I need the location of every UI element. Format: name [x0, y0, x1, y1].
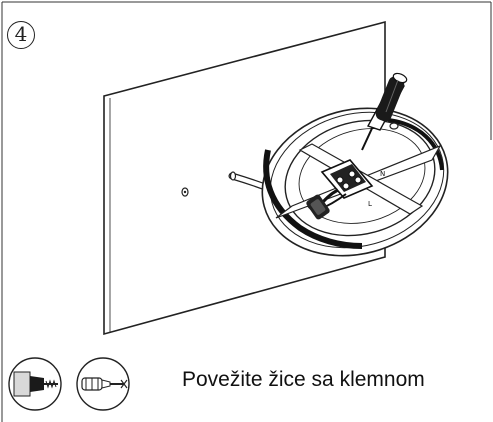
screwdriver-shaft — [361, 123, 375, 151]
lamp-rim-shadow-top — [387, 118, 444, 171]
terminal-label-neutral: N — [380, 170, 385, 178]
screwdriver-handle-cap — [392, 72, 408, 84]
base-screw — [389, 122, 399, 130]
cable-end — [229, 171, 237, 181]
screwdriver-illustration — [361, 72, 408, 151]
lamp-ring-lip — [269, 111, 445, 249]
wall-screw-hole — [181, 187, 189, 197]
lamp-rim-shadow — [263, 149, 363, 249]
screwdriver-handle — [375, 76, 405, 122]
terminal-block — [320, 159, 374, 199]
terminal-label-live: L — [368, 200, 372, 208]
screwdriver-icon — [76, 357, 130, 411]
wall-anchor-screw-icon — [8, 357, 62, 411]
screwdriver-highlight — [385, 79, 399, 113]
step-number-badge: 4 — [7, 21, 35, 49]
cable-gland — [306, 194, 330, 220]
step-caption: Povežite žice sa klemnom — [182, 368, 425, 391]
wall-screw-hole-center — [183, 190, 187, 194]
